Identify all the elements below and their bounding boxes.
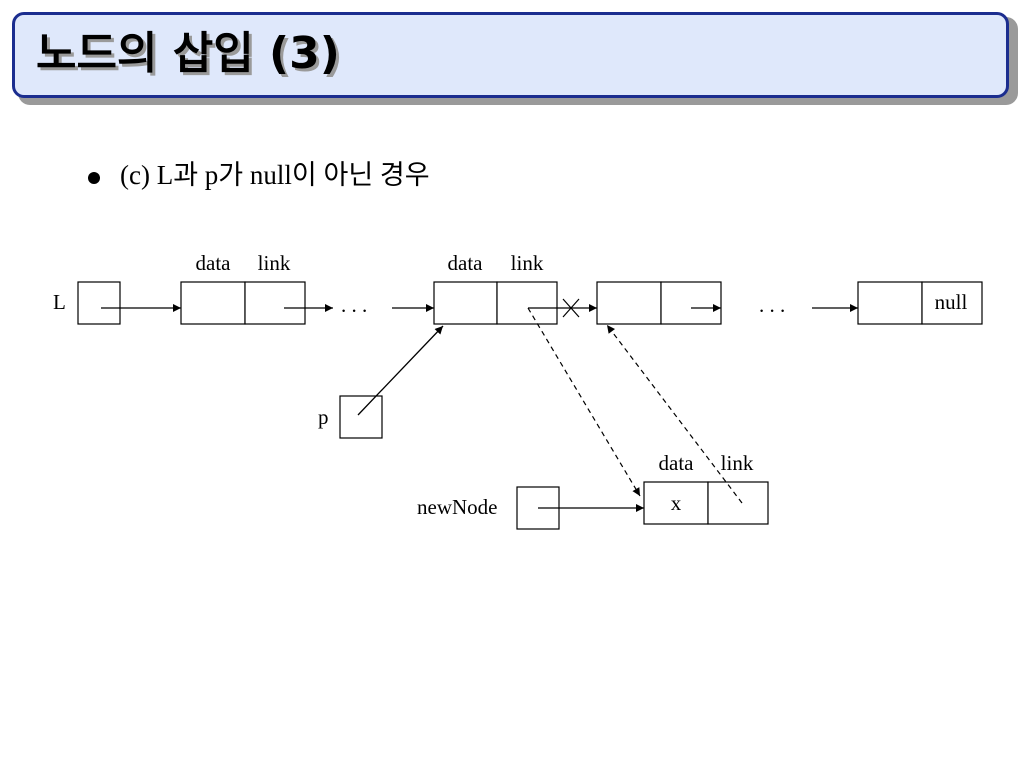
dashed-arrow-p-link-to-new-node: [527, 307, 641, 497]
cut-link-mark: [562, 298, 580, 318]
field-label-link-new: link: [721, 451, 754, 475]
null-label: null: [935, 290, 968, 314]
new-node-link-field: [707, 481, 769, 525]
ellipsis-1: . . .: [341, 293, 367, 317]
bullet-marker: [88, 172, 100, 184]
node-1-link-field: [244, 281, 306, 325]
node-last-data-field: [857, 281, 923, 325]
title-box: [12, 12, 1009, 98]
bullet-text: (c) L과 p가 null이 아닌 경우: [120, 160, 430, 190]
pointer-label-L: L: [53, 290, 66, 314]
new-node-data-value: x: [671, 491, 682, 515]
field-label-link-1: link: [258, 251, 291, 275]
node-3-link-field: [660, 281, 722, 325]
field-label-link-2: link: [511, 251, 544, 275]
list-node-p: [433, 281, 558, 325]
pointer-label-newNode: newNode: [417, 495, 497, 519]
node-3-data-field: [596, 281, 662, 325]
list-node-1: [180, 281, 306, 325]
node-1-data-field: [180, 281, 246, 325]
node-p-link-field: [496, 281, 558, 325]
dashed-arrow-new-link-to-node-3: [606, 324, 743, 504]
field-label-data-new: data: [659, 451, 695, 475]
list-node-last: [857, 281, 983, 325]
field-label-data-2: data: [448, 251, 484, 275]
pointer-label-p: p: [318, 405, 329, 429]
field-label-data-1: data: [196, 251, 232, 275]
slide-title: 노드의 삽입 (3): [36, 28, 340, 79]
node-p-data-field: [433, 281, 498, 325]
pointer-box-p: [339, 395, 383, 439]
new-node-data-field: [643, 481, 709, 525]
list-node-3: [596, 281, 722, 325]
arrow-p-to-node-p: [357, 325, 444, 416]
pointer-box-L: [77, 281, 121, 325]
ellipsis-2: . . .: [759, 293, 785, 317]
node-last-link-field: [921, 281, 983, 325]
new-node: [643, 481, 769, 525]
